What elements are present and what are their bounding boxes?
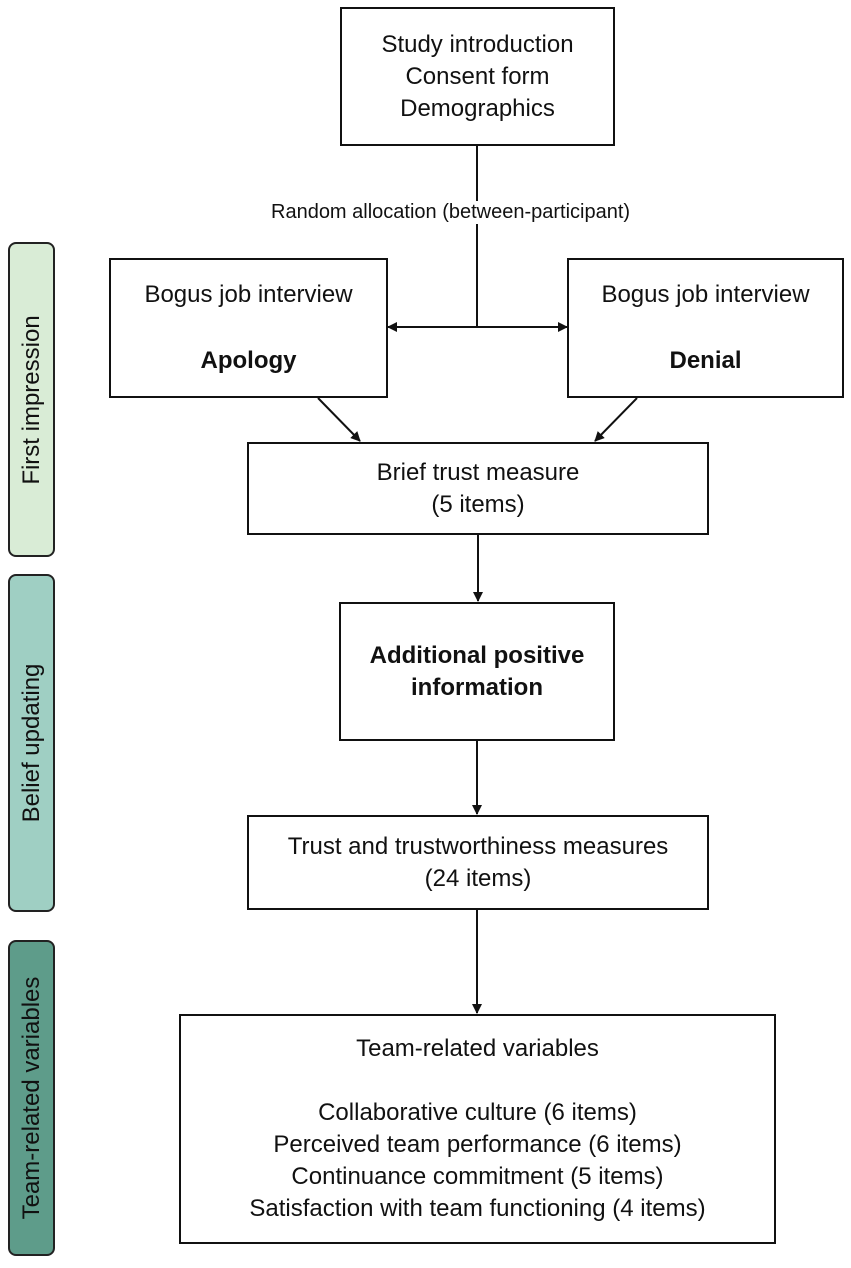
additional-info-line-2: information (411, 673, 543, 701)
team-variables-title: Team-related variables (356, 1035, 599, 1062)
intro-line-2: Consent form (405, 62, 550, 90)
brief-trust-box: Brief trust measure (5 items) (247, 442, 709, 535)
additional-info-line-1: Additional positive (369, 641, 585, 669)
team-item: Collaborative culture (6 items) (318, 1099, 637, 1126)
team-item: Satisfaction with team functioning (4 it… (249, 1195, 706, 1222)
phase-team-related: Team-related variables (8, 940, 55, 1256)
team-item: Perceived team performance (6 items) (273, 1131, 682, 1158)
phase-first-impression: First impression (8, 242, 55, 557)
apology-title: Bogus job interview (144, 281, 353, 308)
trust-measures-box: Trust and trustworthiness measures (24 i… (247, 815, 709, 910)
intro-line-3: Demographics (400, 94, 555, 122)
arrow-apology-to-brief (317, 397, 361, 442)
phase-belief-updating: Belief updating (8, 574, 55, 912)
trust-measures-line-2: (24 items) (424, 864, 532, 892)
intro-line-1: Study introduction (381, 30, 574, 58)
brief-trust-line-2: (5 items) (431, 490, 525, 518)
denial-box: Bogus job interview Denial (567, 258, 844, 398)
brief-trust-line-1: Brief trust measure (376, 458, 580, 486)
apology-box: Bogus job interview Apology (109, 258, 388, 398)
team-variables-box: Team-related variables Collaborative cul… (179, 1014, 776, 1244)
denial-condition: Denial (669, 347, 742, 374)
apology-condition: Apology (200, 347, 297, 374)
allocation-label: Random allocation (between-participant) (267, 201, 635, 224)
trust-measures-line-1: Trust and trustworthiness measures (287, 832, 669, 860)
team-item: Continuance commitment (5 items) (291, 1163, 664, 1190)
arrow-denial-to-brief (594, 397, 638, 442)
intro-box: Study introduction Consent form Demograp… (340, 7, 615, 146)
additional-info-box: Additional positive information (339, 602, 615, 741)
denial-title: Bogus job interview (601, 281, 810, 308)
